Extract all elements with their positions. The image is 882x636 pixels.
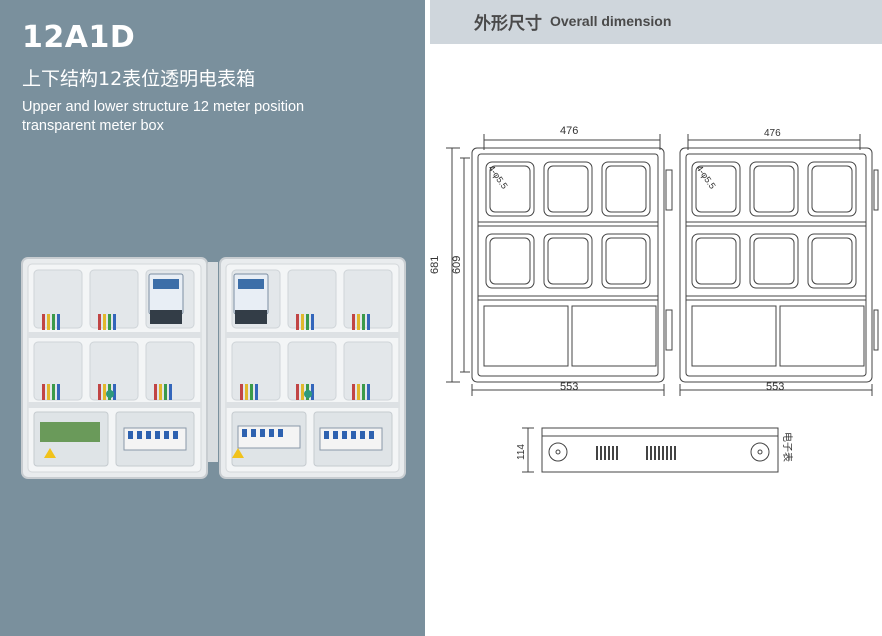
dim-depth: 114 bbox=[516, 444, 527, 460]
side-view-label: 电子表 bbox=[781, 432, 794, 462]
dim-height-outer: 681 bbox=[430, 256, 441, 274]
dimension-title-en: Overall dimension bbox=[550, 13, 672, 29]
dim-width-top-right: 476 bbox=[764, 128, 781, 139]
product-title-cn: 上下结构12表位透明电表箱 bbox=[22, 68, 256, 90]
dimension-panel bbox=[425, 0, 882, 636]
product-title-en: Upper and lower structure 12 meter posit… bbox=[22, 98, 412, 136]
dim-height-inner: 609 bbox=[451, 256, 463, 274]
wiring-row1 bbox=[42, 314, 116, 330]
product-model: 12A1D bbox=[22, 20, 136, 55]
dim-width-top-left: 476 bbox=[560, 125, 578, 137]
meter-box-right bbox=[219, 257, 406, 479]
wiring-row2 bbox=[42, 384, 172, 400]
dimension-drawing: 476 476 681 609 4-φ5.5 4-φ5.5 553 553 11… bbox=[430, 125, 879, 473]
product-info-panel: 12A1D 上下结构12表位透明电表箱 Upper and lower stru… bbox=[0, 0, 425, 636]
wiring-row1-right bbox=[296, 314, 370, 330]
dimension-title-cn: 外形尺寸 bbox=[474, 14, 542, 34]
product-title-en-line2: transparent meter box bbox=[22, 118, 164, 134]
product-title-en-line1: Upper and lower structure 12 meter posit… bbox=[22, 99, 305, 115]
dim-width-bottom-right: 553 bbox=[766, 381, 784, 393]
meter-box-left bbox=[21, 257, 208, 479]
product-photo bbox=[21, 257, 406, 479]
dim-width-bottom-left: 553 bbox=[560, 381, 578, 393]
dimension-header: 外形尺寸 Overall dimension bbox=[430, 0, 882, 44]
hole-label-right: 4-φ5.5 bbox=[694, 163, 717, 190]
